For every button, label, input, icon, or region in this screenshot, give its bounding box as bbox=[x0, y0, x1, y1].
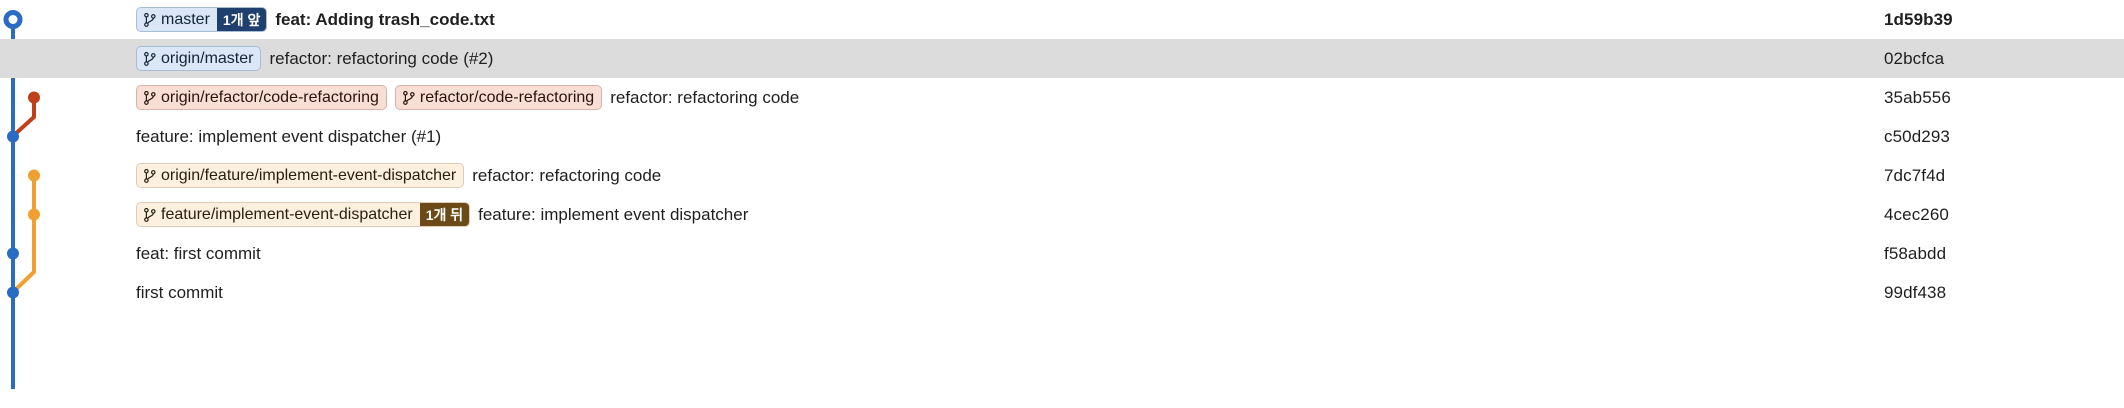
ref-badge-feature[interactable]: feature/implement-event-dispatcher 1개 뒤 bbox=[136, 202, 471, 227]
ref-badge-origin-feature[interactable]: origin/feature/implement-event-dispatche… bbox=[136, 163, 465, 188]
table-row[interactable]: feature: implement event dispatcher (#1)… bbox=[0, 117, 2124, 156]
commit-subject: first commit bbox=[136, 283, 223, 302]
ref-badge-body: refactor/code-refactoring bbox=[396, 86, 601, 109]
commit-hash[interactable]: 1d59b39 bbox=[1884, 9, 1953, 29]
git-branch-icon bbox=[144, 12, 156, 27]
commit-subject: refactor: refactoring code bbox=[610, 88, 800, 107]
git-branch-icon bbox=[144, 90, 156, 105]
commit-hash[interactable]: 7dc7f4d bbox=[1884, 165, 1946, 185]
commit-subject: feat: first commit bbox=[136, 244, 261, 263]
subject-cell: origin/refactor/code-refactoring bbox=[136, 78, 1884, 117]
ref-badge-refactor[interactable]: refactor/code-refactoring bbox=[394, 85, 603, 110]
ref-name: origin/master bbox=[161, 49, 254, 67]
commit-hash[interactable]: 02bcfca bbox=[1884, 48, 1945, 68]
ref-badge-body: feature/implement-event-dispatcher bbox=[137, 203, 420, 226]
git-branch-icon bbox=[144, 51, 156, 66]
subject-cell: master 1개 앞 feat: Adding trash_code.txt bbox=[136, 0, 1884, 39]
table-row[interactable]: origin/refactor/code-refactoring bbox=[0, 78, 2124, 117]
commit-hash[interactable]: 35ab556 bbox=[1884, 87, 1951, 107]
graph-cell bbox=[0, 273, 136, 312]
git-branch-icon bbox=[144, 168, 156, 183]
graph-cell bbox=[0, 117, 136, 156]
commit-hash[interactable]: 4cec260 bbox=[1884, 204, 1949, 224]
table-row[interactable]: feature/implement-event-dispatcher 1개 뒤 … bbox=[0, 195, 2124, 234]
ref-badge-origin-master[interactable]: origin/master bbox=[136, 46, 262, 71]
ref-badge-master[interactable]: master 1개 앞 bbox=[136, 7, 268, 32]
ref-name: feature/implement-event-dispatcher bbox=[161, 205, 413, 223]
commit-hash[interactable]: c50d293 bbox=[1884, 126, 1950, 146]
subject-cell: first commit bbox=[136, 273, 1884, 312]
commit-hash[interactable]: 99df438 bbox=[1884, 282, 1947, 302]
ref-name: origin/refactor/code-refactoring bbox=[161, 88, 379, 106]
subject-cell: feat: first commit bbox=[136, 234, 1884, 273]
table-row[interactable]: first commit 99df438 bbox=[0, 273, 2124, 312]
subject-cell: feature: implement event dispatcher (#1) bbox=[136, 117, 1884, 156]
ref-badge-body: origin/feature/implement-event-dispatche… bbox=[137, 164, 463, 187]
commit-hash[interactable]: f58abdd bbox=[1884, 243, 1947, 263]
graph-cell bbox=[0, 195, 136, 234]
graph-cell bbox=[0, 39, 136, 78]
table-row[interactable]: origin/master refactor: refactoring code… bbox=[0, 39, 2124, 78]
subject-cell: origin/feature/implement-event-dispatche… bbox=[136, 156, 1884, 195]
ref-badge-body: origin/refactor/code-refactoring bbox=[137, 86, 386, 109]
ref-badge-body: master bbox=[137, 8, 217, 31]
commit-subject: feature: implement event dispatcher (#1) bbox=[136, 127, 442, 146]
graph-cell bbox=[0, 78, 136, 117]
behind-count-pill: 1개 뒤 bbox=[419, 203, 470, 226]
table-row[interactable]: origin/feature/implement-event-dispatche… bbox=[0, 156, 2124, 195]
ahead-count-pill: 1개 앞 bbox=[216, 8, 267, 31]
table-row[interactable]: feat: first commit f58abdd bbox=[0, 234, 2124, 273]
subject-cell: origin/master refactor: refactoring code… bbox=[136, 39, 1884, 78]
commit-subject: feature: implement event dispatcher bbox=[478, 205, 749, 224]
ref-name: refactor/code-refactoring bbox=[419, 88, 595, 106]
commit-rows: master 1개 앞 feat: Adding trash_code.txt … bbox=[0, 0, 2124, 312]
ref-badge-origin-refactor[interactable]: origin/refactor/code-refactoring bbox=[136, 85, 387, 110]
commit-subject: feat: Adding trash_code.txt bbox=[275, 10, 495, 29]
graph-cell bbox=[0, 234, 136, 273]
ref-badge-body: origin/master bbox=[137, 47, 260, 70]
git-branch-icon bbox=[144, 207, 156, 222]
graph-cell bbox=[0, 156, 136, 195]
graph-cell bbox=[0, 0, 136, 39]
commit-subject: refactor: refactoring code (#2) bbox=[269, 49, 494, 68]
git-branch-icon bbox=[402, 90, 415, 105]
ref-name: master bbox=[161, 10, 210, 28]
commit-subject: refactor: refactoring code bbox=[472, 166, 662, 185]
ref-name: origin/feature/implement-event-dispatche… bbox=[161, 166, 457, 184]
table-row[interactable]: master 1개 앞 feat: Adding trash_code.txt … bbox=[0, 0, 2124, 39]
subject-cell: feature/implement-event-dispatcher 1개 뒤 … bbox=[136, 195, 1884, 234]
